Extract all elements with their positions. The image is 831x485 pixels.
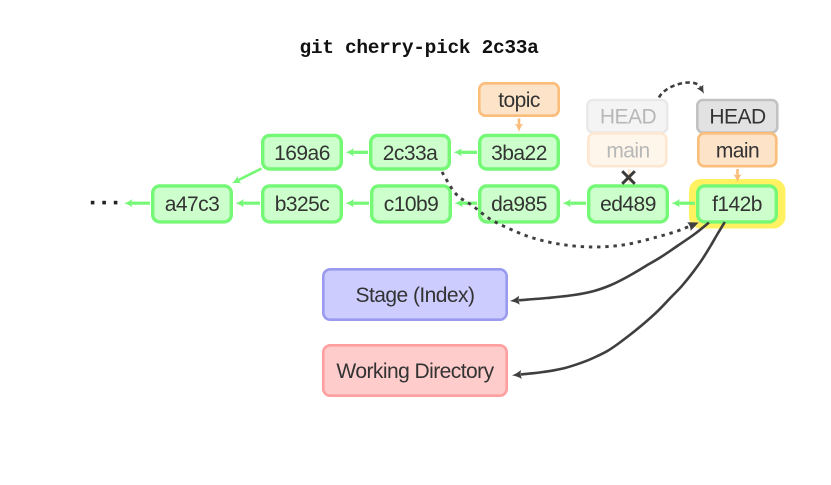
svg-text:c10b9: c10b9	[384, 193, 438, 216]
svg-text:ed489: ed489	[600, 193, 656, 216]
svg-text:da985: da985	[491, 193, 547, 216]
svg-text:2c33a: 2c33a	[383, 142, 438, 165]
svg-text:f142b: f142b	[712, 193, 762, 216]
svg-text:topic: topic	[498, 89, 540, 112]
svg-text:Working Directory: Working Directory	[336, 360, 494, 383]
svg-text:git cherry-pick 2c33a: git cherry-pick 2c33a	[299, 37, 539, 59]
svg-text:3ba22: 3ba22	[491, 142, 547, 165]
svg-text:main: main	[606, 139, 649, 162]
svg-text:Stage (Index): Stage (Index)	[356, 284, 475, 307]
svg-text:main: main	[716, 139, 759, 162]
svg-text:a47c3: a47c3	[165, 193, 219, 216]
svg-text:HEAD: HEAD	[600, 105, 657, 128]
svg-text:169a6: 169a6	[274, 142, 330, 165]
svg-text:HEAD: HEAD	[709, 105, 766, 128]
svg-text:b325c: b325c	[275, 193, 330, 216]
